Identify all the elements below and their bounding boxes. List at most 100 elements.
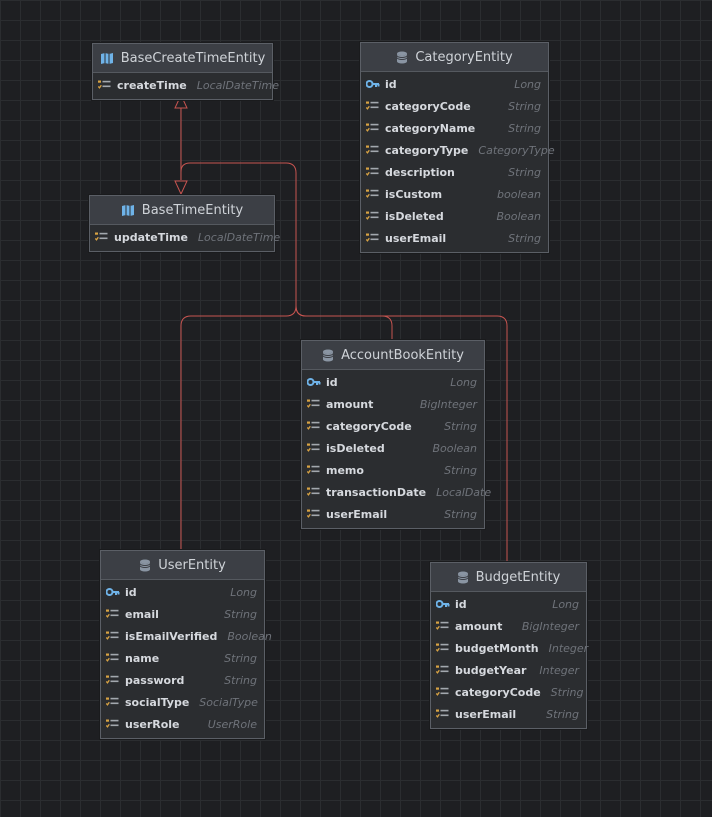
field-row-is-deleted[interactable]: isDeleted Boolean [302,437,484,459]
column-icon [436,686,450,698]
field-type: Long [450,375,477,389]
connector-user [180,305,297,549]
field-name: password [125,673,185,687]
column-icon [366,122,380,134]
column-icon [106,718,120,730]
column-icon [98,79,112,91]
entity-header[interactable]: UserEntity [101,551,264,580]
column-icon [106,608,120,620]
entity-header[interactable]: AccountBookEntity [302,341,484,370]
column-icon [366,144,380,156]
field-type: Long [552,597,579,611]
column-icon [436,708,450,720]
field-name: memo [326,463,364,477]
entity-icon [457,571,469,584]
entity-header[interactable]: BudgetEntity [431,563,586,592]
column-icon [436,664,450,676]
field-name: userEmail [326,507,388,521]
field-name: socialType [125,695,190,709]
entity-icon [139,559,151,572]
field-type: boolean [497,187,541,201]
field-row-is-custom[interactable]: isCustom boolean [361,183,548,205]
field-name: transactionDate [326,485,427,499]
field-type: Boolean [496,209,541,223]
field-row-id[interactable]: id Long [361,73,548,95]
column-icon [366,232,380,244]
column-icon [366,210,380,222]
entity-title: BaseCreateTimeEntity [120,50,266,66]
field-name: isDeleted [326,441,385,455]
column-icon [106,652,120,664]
field-name: budgetMonth [455,641,539,655]
column-icon [307,464,321,476]
field-type: Long [230,585,257,599]
field-type: String [508,99,541,113]
field-name: id [455,597,467,611]
entity-title: CategoryEntity [415,49,513,65]
column-icon [95,231,109,243]
field-type: String [224,673,257,687]
connector-accountbook [295,305,393,340]
field-type: String [224,607,257,621]
field-type: Long [514,77,541,91]
column-icon [366,166,380,178]
inheritance-arrowhead [174,180,188,196]
entity-header[interactable]: BaseTimeEntity [90,196,274,225]
field-type: UserRole [207,717,257,731]
field-row-name[interactable]: name String [101,647,264,669]
field-type: String [444,507,477,521]
field-type: Integer [539,663,579,677]
column-icon [436,642,450,654]
field-name: createTime [117,78,187,92]
column-icon [307,442,321,454]
field-name: categoryCode [326,419,412,433]
field-name: isEmailVerified [125,629,218,643]
field-row-password[interactable]: password String [101,669,264,691]
field-name: isCustom [385,187,443,201]
field-type: String [224,651,257,665]
field-row-user-email[interactable]: userEmail String [302,503,484,525]
entity-header[interactable]: BaseCreateTimeEntity [93,44,272,73]
field-name: id [385,77,397,91]
column-icon [106,696,120,708]
entity-header[interactable]: CategoryEntity [361,43,548,72]
field-row-id[interactable]: id Long [431,593,586,615]
field-name: userEmail [385,231,447,245]
field-name: name [125,651,160,665]
field-type: Boolean [432,441,477,455]
